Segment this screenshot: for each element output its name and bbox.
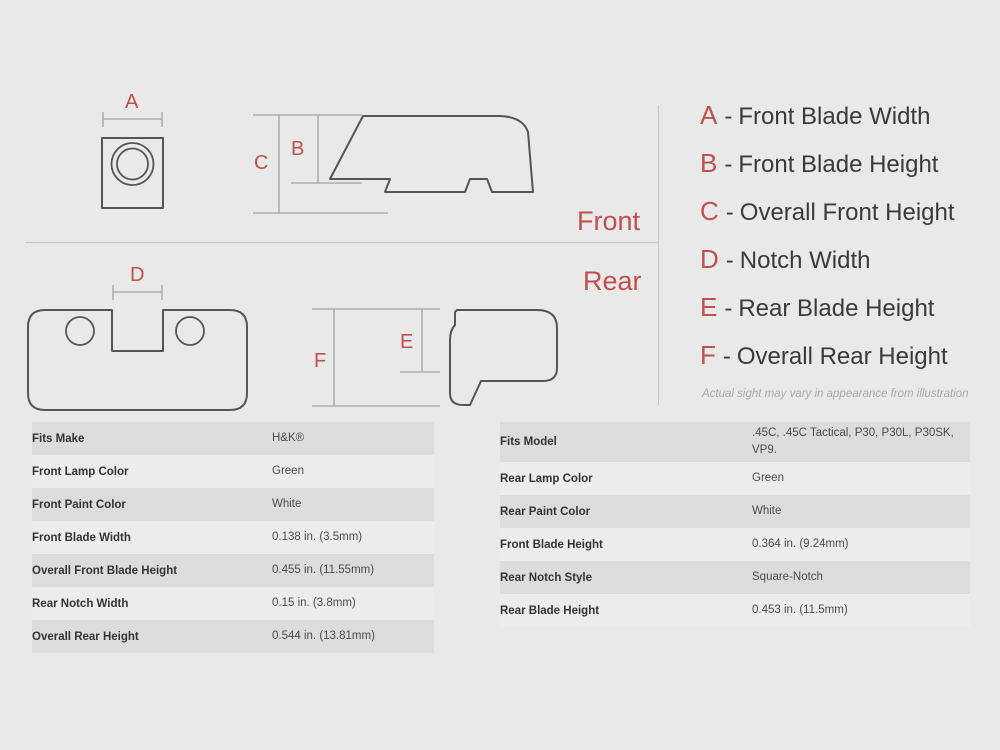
spec-value: Green xyxy=(272,455,434,488)
legend-text: Overall Rear Height xyxy=(736,343,948,370)
spec-label: Front Blade Height xyxy=(500,528,752,561)
diagram-panel: A B C D E F Front Rear A - Front Blade W… xyxy=(25,91,990,411)
spec-table-left: Fits Make H&K® Front Lamp Color Green Fr… xyxy=(32,422,434,653)
table-row: Rear Notch Width 0.15 in. (3.8mm) xyxy=(32,587,434,620)
spec-value: .45C, .45C Tactical, P30, P30L, P30SK, V… xyxy=(752,422,970,462)
spec-value: 0.455 in. (11.55mm) xyxy=(272,554,434,587)
spec-label: Front Paint Color xyxy=(32,488,272,521)
table-row: Front Paint Color White xyxy=(32,488,434,521)
front-sight-profile-outline xyxy=(329,115,534,193)
legend-text: Front Blade Height xyxy=(738,151,939,178)
table-row: Front Blade Width 0.138 in. (3.5mm) xyxy=(32,521,434,554)
spec-value: White xyxy=(752,495,970,528)
legend-text: Overall Front Height xyxy=(739,199,955,226)
spec-label: Fits Model xyxy=(500,422,752,462)
spec-value: Square-Notch xyxy=(752,561,970,594)
spec-value: Green xyxy=(752,462,970,495)
table-row: Front Lamp Color Green xyxy=(32,455,434,488)
dim-label-a: A xyxy=(125,91,139,113)
legend-item: F - Overall Rear Height xyxy=(700,340,990,388)
dim-label-d: D xyxy=(130,264,145,286)
table-row: Rear Lamp Color Green xyxy=(500,462,970,495)
legend-text: Rear Blade Height xyxy=(738,295,935,322)
spec-label: Rear Paint Color xyxy=(500,495,752,528)
front-sight-lamp-outer-ring xyxy=(110,142,155,186)
legend-key: C xyxy=(700,196,719,226)
spec-value: H&K® xyxy=(272,422,434,455)
view-label-front: Front xyxy=(577,206,641,236)
table-row: Fits Make H&K® xyxy=(32,422,434,455)
spec-label: Rear Blade Height xyxy=(500,594,752,627)
spec-value: 0.453 in. (11.5mm) xyxy=(752,594,970,627)
spec-label: Rear Notch Width xyxy=(32,587,272,620)
table-row: Rear Blade Height 0.453 in. (11.5mm) xyxy=(500,594,970,627)
legend-item: C - Overall Front Height xyxy=(700,196,990,244)
table-row: Fits Model .45C, .45C Tactical, P30, P30… xyxy=(500,422,970,462)
dim-label-b: B xyxy=(291,138,305,160)
legend-dash: - xyxy=(725,199,734,226)
dim-label-c: C xyxy=(254,152,269,174)
table-row: Rear Notch Style Square-Notch xyxy=(500,561,970,594)
table-row: Front Blade Height 0.364 in. (9.24mm) xyxy=(500,528,970,561)
spec-label: Front Blade Width xyxy=(32,521,272,554)
legend-text: Notch Width xyxy=(739,247,871,274)
spec-label: Rear Notch Style xyxy=(500,561,752,594)
legend-item: B - Front Blade Height xyxy=(700,148,990,196)
front-sight-lamp-inner-ring xyxy=(116,147,149,181)
spec-label: Front Lamp Color xyxy=(32,455,272,488)
legend-item: D - Notch Width xyxy=(700,244,990,292)
sight-illustrations xyxy=(27,112,558,411)
legend-dash: - xyxy=(724,151,733,178)
spec-table-right: Fits Model .45C, .45C Tactical, P30, P30… xyxy=(500,422,970,627)
dimension-legend: A - Front Blade Width B - Front Blade He… xyxy=(700,100,990,388)
rear-sight-body-front-view xyxy=(27,309,248,411)
rear-sight-lamp-right xyxy=(175,316,205,346)
legend-key: B xyxy=(700,148,718,178)
rear-sight-lamp-left xyxy=(65,316,95,346)
legend-key: A xyxy=(700,100,718,130)
legend-dash: - xyxy=(722,343,731,370)
panel-horizontal-divider xyxy=(25,242,659,243)
rear-sight-profile-outline xyxy=(449,309,558,406)
legend-dash: - xyxy=(724,295,733,322)
legend-item: A - Front Blade Width xyxy=(700,100,990,148)
spec-value: White xyxy=(272,488,434,521)
legend-key: F xyxy=(700,340,716,370)
dim-label-f: F xyxy=(314,350,327,372)
legend-dash: - xyxy=(725,247,734,274)
spec-label: Overall Front Blade Height xyxy=(32,554,272,587)
view-label-rear: Rear xyxy=(583,266,642,296)
spec-label: Rear Lamp Color xyxy=(500,462,752,495)
spec-value: 0.138 in. (3.5mm) xyxy=(272,521,434,554)
table-row: Rear Paint Color White xyxy=(500,495,970,528)
legend-item: E - Rear Blade Height xyxy=(700,292,990,340)
spec-value: 0.364 in. (9.24mm) xyxy=(752,528,970,561)
legend-footnote: Actual sight may vary in appearance from… xyxy=(702,388,969,400)
table-row: Overall Rear Height 0.544 in. (13.81mm) xyxy=(32,620,434,653)
dim-label-e: E xyxy=(400,331,414,353)
legend-text: Front Blade Width xyxy=(738,103,931,130)
spec-value: 0.544 in. (13.81mm) xyxy=(272,620,434,653)
legend-key: D xyxy=(700,244,719,274)
table-row: Overall Front Blade Height 0.455 in. (11… xyxy=(32,554,434,587)
front-sight-body-front-view xyxy=(101,137,164,209)
legend-key: E xyxy=(700,292,718,322)
legend-dash: - xyxy=(724,103,733,130)
spec-label: Fits Make xyxy=(32,422,272,455)
spec-label: Overall Rear Height xyxy=(32,620,272,653)
spec-value: 0.15 in. (3.8mm) xyxy=(272,587,434,620)
panel-vertical-divider xyxy=(658,105,659,405)
